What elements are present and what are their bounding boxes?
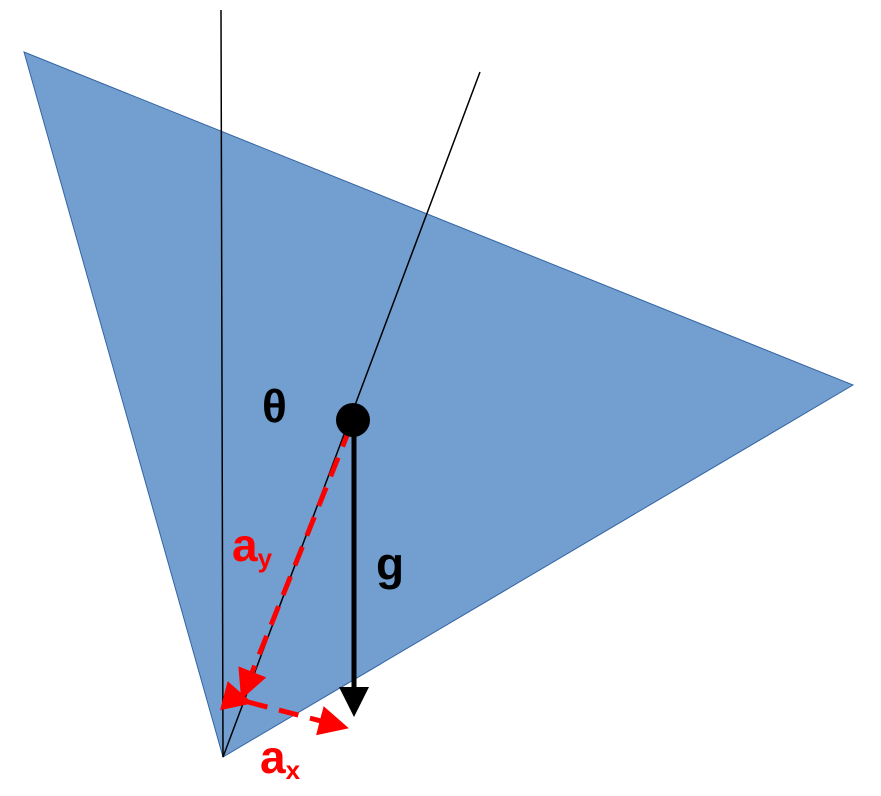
gravity-label: g <box>376 538 404 590</box>
angle-label: θ <box>262 380 287 432</box>
accel-x-arrow <box>220 681 349 736</box>
accel-y-label: ay <box>232 519 273 573</box>
accel-y-label-base: a <box>232 519 258 571</box>
accel-y-arrow <box>238 427 353 700</box>
vertical-reference-line <box>220 9 224 758</box>
accel-x-label-base: a <box>260 731 286 783</box>
mass-dot <box>336 403 370 437</box>
accel-x-label: ax <box>260 731 301 785</box>
accel-y-label-sub: y <box>258 543 273 573</box>
triangle-shape <box>23 51 855 758</box>
accel-x-label-sub: x <box>286 755 301 785</box>
